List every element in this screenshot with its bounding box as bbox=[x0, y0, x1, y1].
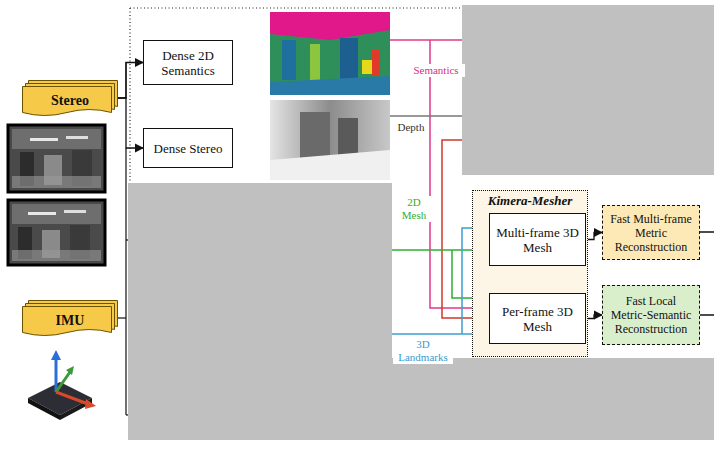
module-group: Multi-frame 3D MeshPer-frame 3D Mesh Kime… bbox=[472, 190, 588, 357]
node-label: Fast Multi-frame Metric Reconstruction bbox=[603, 212, 699, 254]
depth-image bbox=[270, 100, 390, 180]
node-label: Multi-frame 3D Mesh bbox=[490, 225, 585, 255]
node-label: Fast Local Metric-Semantic Reconstructio… bbox=[603, 294, 699, 336]
stereo-input: Stereo bbox=[22, 80, 118, 116]
dotted-frame bbox=[129, 8, 130, 183]
flow-arrow bbox=[586, 233, 602, 240]
grey-occluder bbox=[128, 5, 714, 440]
node-label: Dense 2D Semantics bbox=[144, 48, 232, 78]
flow-arrow bbox=[586, 315, 602, 319]
imu-input: IMU bbox=[22, 300, 118, 336]
signal-label: 3D Landmarks bbox=[393, 338, 453, 364]
flow-arrow bbox=[118, 63, 143, 99]
node-label: IMU bbox=[22, 313, 118, 329]
semantic-image bbox=[270, 12, 390, 95]
signal-label: 2D Mesh bbox=[397, 196, 431, 222]
process-box: Dense 2D Semantics bbox=[143, 40, 233, 85]
stereo-photo bbox=[8, 200, 105, 265]
process-box: Dense Stereo bbox=[143, 128, 233, 168]
process-box: Multi-frame 3D Mesh bbox=[489, 213, 586, 266]
node-label: Dense Stereo bbox=[144, 141, 232, 156]
output-box: Fast Local Metric-Semantic Reconstructio… bbox=[602, 285, 700, 345]
node-label: Stereo bbox=[22, 93, 118, 109]
output-box: Fast Multi-frame Metric Reconstruction bbox=[602, 205, 700, 260]
flow-arrow bbox=[118, 98, 143, 148]
signal-label: Depth bbox=[393, 121, 429, 134]
group-heading: Kimera-Mesher bbox=[473, 191, 587, 208]
signal-label: Semantics bbox=[407, 64, 465, 77]
node-label: Per-frame 3D Mesh bbox=[490, 304, 585, 334]
stereo-photo bbox=[8, 125, 105, 192]
process-box: Per-frame 3D Mesh bbox=[489, 293, 586, 344]
imu-chip bbox=[28, 350, 96, 420]
dotted-frame bbox=[130, 7, 462, 8]
